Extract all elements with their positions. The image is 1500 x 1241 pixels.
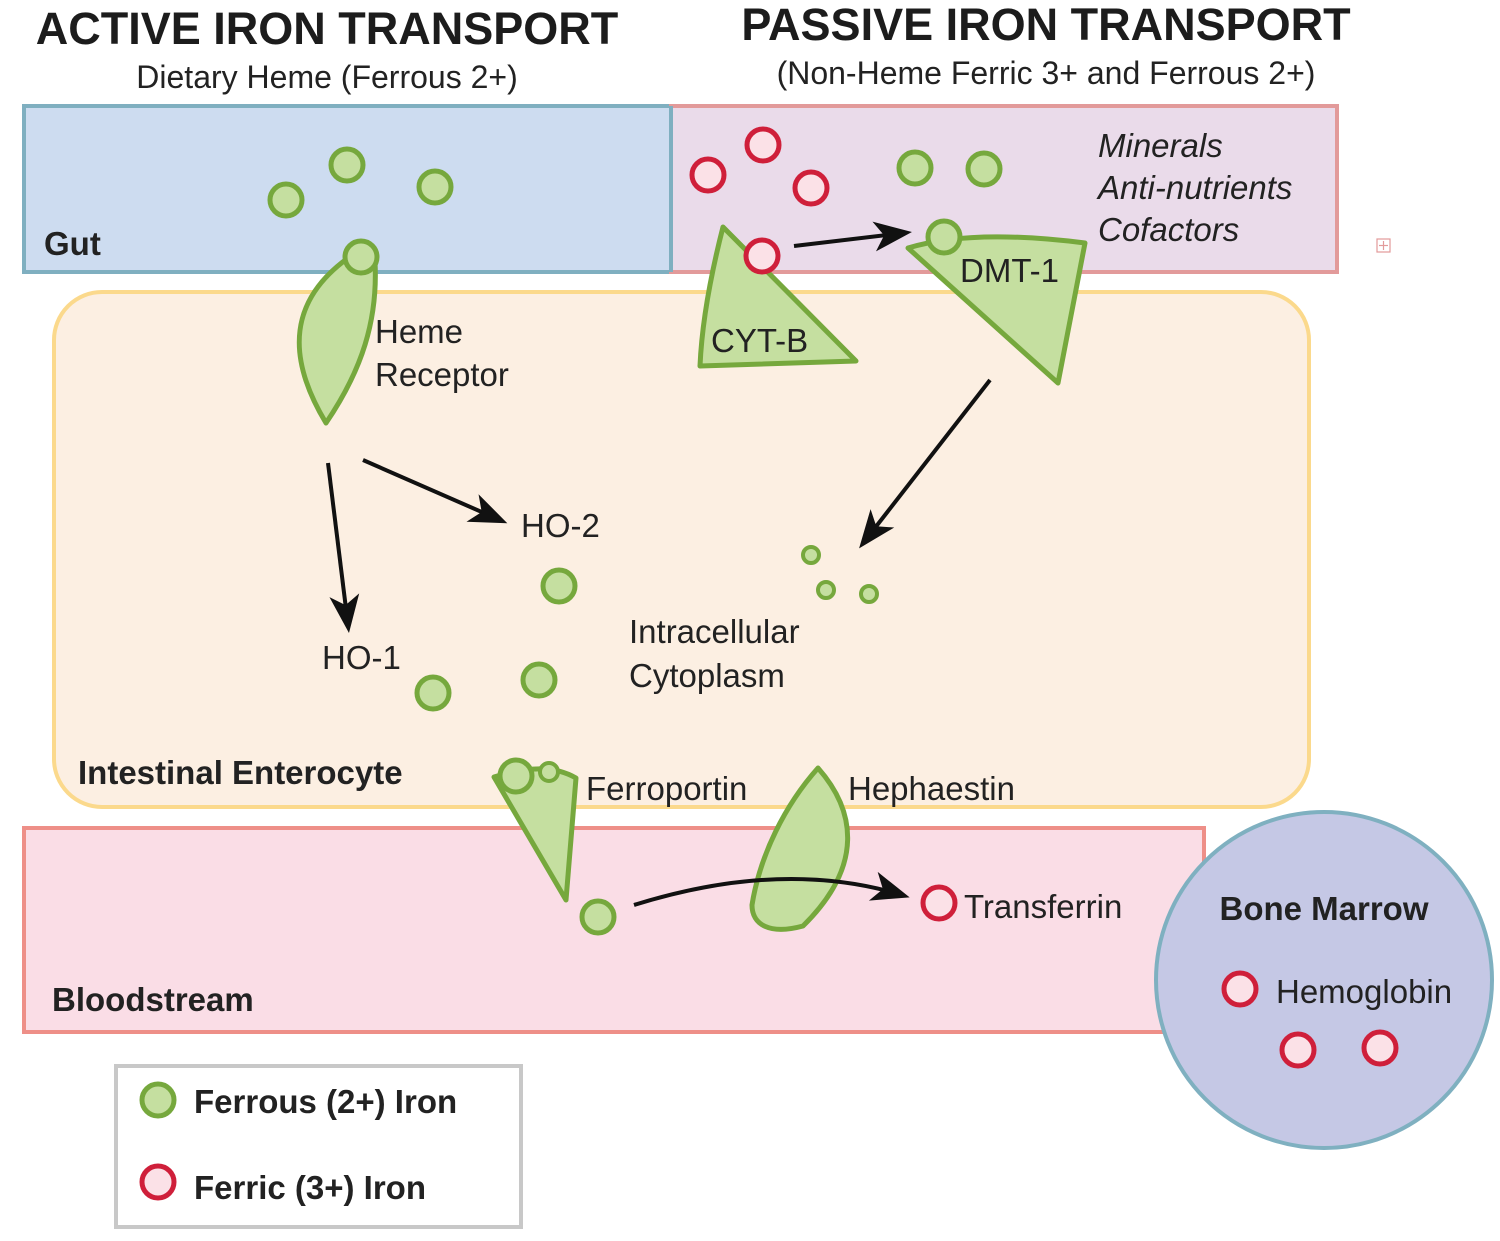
passive-transport-subtitle: (Non-Heme Ferric 3+ and Ferrous 2+) [777, 55, 1316, 91]
bone-marrow-label: Bone Marrow [1219, 890, 1428, 927]
ferrous-iron [267, 181, 305, 219]
legend-ferric-label: Ferric (3+) Iron [194, 1169, 426, 1206]
cyt-b-protein [697, 224, 859, 369]
ferrous-iron [540, 567, 578, 605]
heme-receptor-label: Heme [375, 313, 463, 350]
receptor-to-ho2-arrow [362, 458, 508, 524]
hemoglobin-label: Hemoglobin [1276, 973, 1452, 1010]
bloodstream-region [22, 826, 1206, 1034]
active-transport-title: ACTIVE IRON TRANSPORT [36, 3, 619, 54]
ferrous-iron [965, 150, 1003, 188]
ferrous-iron [342, 238, 380, 276]
ferric-iron [743, 237, 781, 275]
enterocyte-region [52, 290, 1311, 809]
expand-icon[interactable] [1376, 238, 1391, 253]
ferrous-iron [520, 661, 558, 699]
dmt1-to-cytoplasm-arrow [859, 378, 992, 549]
passive-transport-title: PASSIVE IRON TRANSPORT [741, 0, 1350, 50]
heme-receptor-label: Receptor [375, 356, 509, 393]
legend-ferrous-label: Ferrous (2+) Iron [194, 1083, 457, 1120]
enterocyte-label: Intestinal Enterocyte [78, 754, 403, 791]
bloodstream-label: Bloodstream [52, 981, 254, 1018]
hephaestin-label: Hephaestin [848, 770, 1015, 807]
dmt1-label: DMT-1 [960, 252, 1059, 289]
reduction-arrow [793, 221, 912, 252]
ferrous-iron [896, 149, 934, 187]
transferrin-label: Transferrin [964, 888, 1122, 925]
ferric-iron [1221, 970, 1259, 1008]
oxidation-arrow [633, 871, 910, 907]
inhibitor-minerals: Minerals [1098, 127, 1223, 164]
ferrous-iron-small [801, 545, 821, 565]
ferric-iron [1279, 1031, 1317, 1069]
ferrous-iron [579, 898, 617, 936]
legend-ferrous-swatch [139, 1081, 177, 1119]
ferroportin-label: Ferroportin [586, 770, 747, 807]
active-transport-subtitle: Dietary Heme (Ferrous 2+) [136, 59, 517, 95]
ferric-iron [920, 884, 958, 922]
gut-label: Gut [44, 225, 101, 262]
legend-box [114, 1064, 523, 1229]
legend-ferric-swatch [139, 1163, 177, 1201]
ho1-label: HO-1 [322, 639, 401, 676]
bone-marrow-region [1154, 810, 1494, 1150]
ferrous-iron [414, 674, 452, 712]
inhibitor-anti-nutrients: Anti-nutrients [1096, 169, 1292, 206]
ferrous-iron-small [859, 584, 879, 604]
ferrous-iron [925, 218, 963, 256]
ferric-iron [1361, 1029, 1399, 1067]
cytoplasm-label: Intracellular [629, 613, 800, 650]
ferrous-iron-small [538, 761, 560, 783]
ferric-iron [689, 156, 727, 194]
ferrous-iron [497, 757, 535, 795]
ho2-label: HO-2 [521, 507, 600, 544]
inhibitor-cofactors: Cofactors [1098, 211, 1239, 248]
ferric-iron [744, 126, 782, 164]
cyt-b-label: CYT-B [711, 322, 808, 359]
gut-region [22, 104, 673, 274]
ferrous-iron [416, 168, 454, 206]
ferric-iron [792, 169, 830, 207]
ferrous-iron-small [816, 580, 836, 600]
receptor-to-ho1-arrow [326, 462, 360, 633]
ferrous-iron [328, 146, 366, 184]
cytoplasm-label: Cytoplasm [629, 657, 785, 694]
hephaestin-protein [749, 765, 851, 932]
